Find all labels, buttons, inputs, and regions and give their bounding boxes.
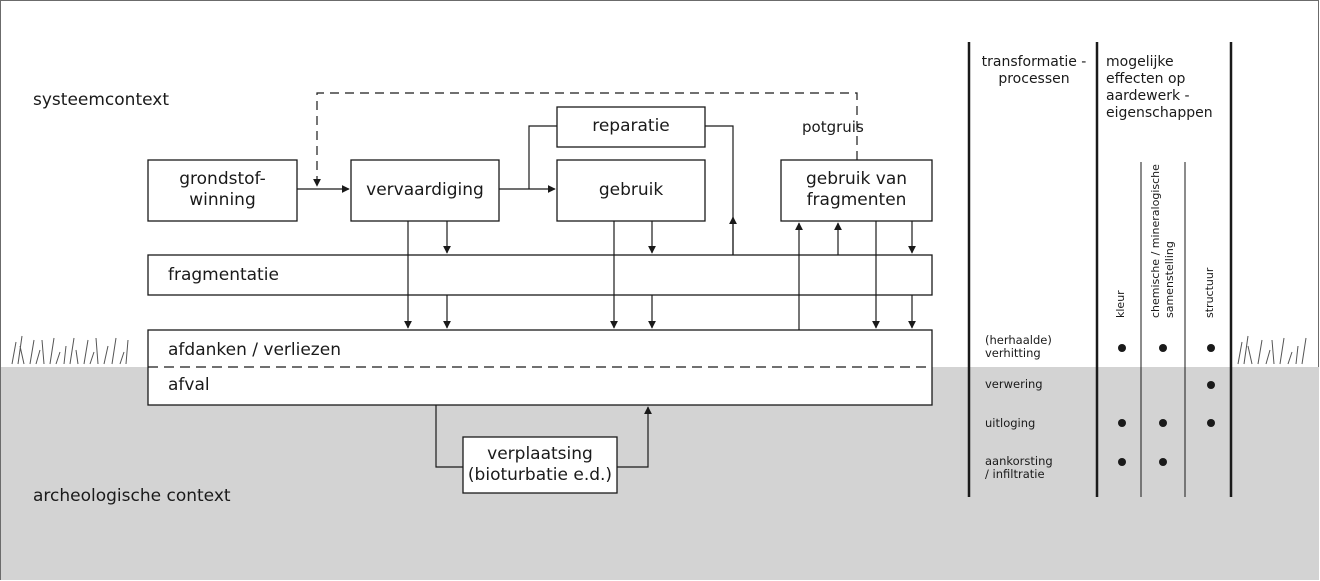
process-row-incrustation-line1: aankorsting <box>985 454 1053 468</box>
arrow-displacement-to-waste <box>617 406 652 468</box>
effects-header-line1: mogelijke <box>1106 54 1174 70</box>
fragment-use-label-line1: gebruik van <box>805 169 908 189</box>
effects-header: mogelijke effecten op aardewerk - eigens… <box>1106 54 1213 122</box>
raw-material-label: grondstof- winning <box>148 169 297 211</box>
grass-left-icon <box>11 335 129 365</box>
processes-header-line1: transformatie - <box>981 54 1087 70</box>
process-row-weathering: verwering <box>985 377 1043 391</box>
discard-label: afdanken / verliezen <box>168 340 341 360</box>
system-context-label: systeemcontext <box>33 90 169 110</box>
manufacture-label: vervaardiging <box>366 180 484 200</box>
fragmentation-box <box>147 254 933 296</box>
processes-header-line2: processen <box>998 71 1070 87</box>
effects-header-line4: eigenschappen <box>1106 105 1213 121</box>
manufacture-box <box>350 159 500 222</box>
fragment-use-label: gebruik van fragmenten <box>781 169 932 211</box>
repair-label: reparatie <box>592 116 670 136</box>
process-row-leaching: uitloging <box>985 416 1036 430</box>
use-box <box>556 159 706 222</box>
sherd-grit-label: potgruis <box>802 118 864 136</box>
effect-dot-2-kleur <box>1118 419 1126 427</box>
displacement-label-line2: (bioturbatie e.d.) <box>467 465 613 485</box>
processes-header: transformatie - processen <box>974 54 1094 88</box>
raw-material-label-line2: winning <box>189 190 256 210</box>
process-row-heating-line1: (herhaalde) <box>985 333 1052 347</box>
raw-material-label-line1: grondstof- <box>179 169 266 189</box>
effects-header-line2: effecten op <box>1106 71 1186 87</box>
col-chem-label-line2: samenstelling <box>1163 241 1176 318</box>
connector-repair-down <box>705 125 734 255</box>
col-color-label: kleur <box>1114 290 1127 318</box>
effects-header-line3: aardewerk - <box>1106 88 1190 104</box>
effect-dot-1-structuur <box>1207 381 1215 389</box>
repair-box <box>556 106 706 148</box>
connector-waste-to-displacement <box>435 405 463 468</box>
use-label: gebruik <box>598 180 664 200</box>
col-structure-label: structuur <box>1203 267 1216 318</box>
effect-dot-0-chem <box>1159 344 1167 352</box>
effect-dot-0-structuur <box>1207 344 1215 352</box>
displacement-label-line1: verplaatsing <box>487 444 593 464</box>
archaeological-context-label: archeologische context <box>33 486 231 506</box>
waste-label: afval <box>168 375 210 395</box>
connector-to-repair <box>528 125 557 189</box>
fragment-use-box <box>780 159 933 222</box>
grass-right-icon <box>1237 335 1307 365</box>
fragmentation-label: fragmentatie <box>168 265 279 285</box>
effect-dot-2-chem <box>1159 419 1167 427</box>
col-chem-label-line1: chemische / mineralogische <box>1149 164 1162 318</box>
effect-dot-2-structuur <box>1207 419 1215 427</box>
process-row-heating: (herhaalde) verhitting <box>985 334 1052 360</box>
recycle-loop-arrow <box>313 92 858 187</box>
effect-dot-0-kleur <box>1118 344 1126 352</box>
displacement-box <box>462 436 618 494</box>
process-row-incrustation: aankorsting / infiltratie <box>985 455 1053 481</box>
effect-dot-3-kleur <box>1118 458 1126 466</box>
effect-dot-3-chem <box>1159 458 1167 466</box>
fragment-use-label-line2: fragmenten <box>806 190 907 210</box>
effect-dots <box>1118 344 1215 466</box>
process-row-incrustation-line2: / infiltratie <box>985 467 1045 481</box>
displacement-label: verplaatsing (bioturbatie e.d.) <box>463 444 617 486</box>
process-row-heating-line2: verhitting <box>985 346 1041 360</box>
raw-material-box <box>147 159 298 222</box>
